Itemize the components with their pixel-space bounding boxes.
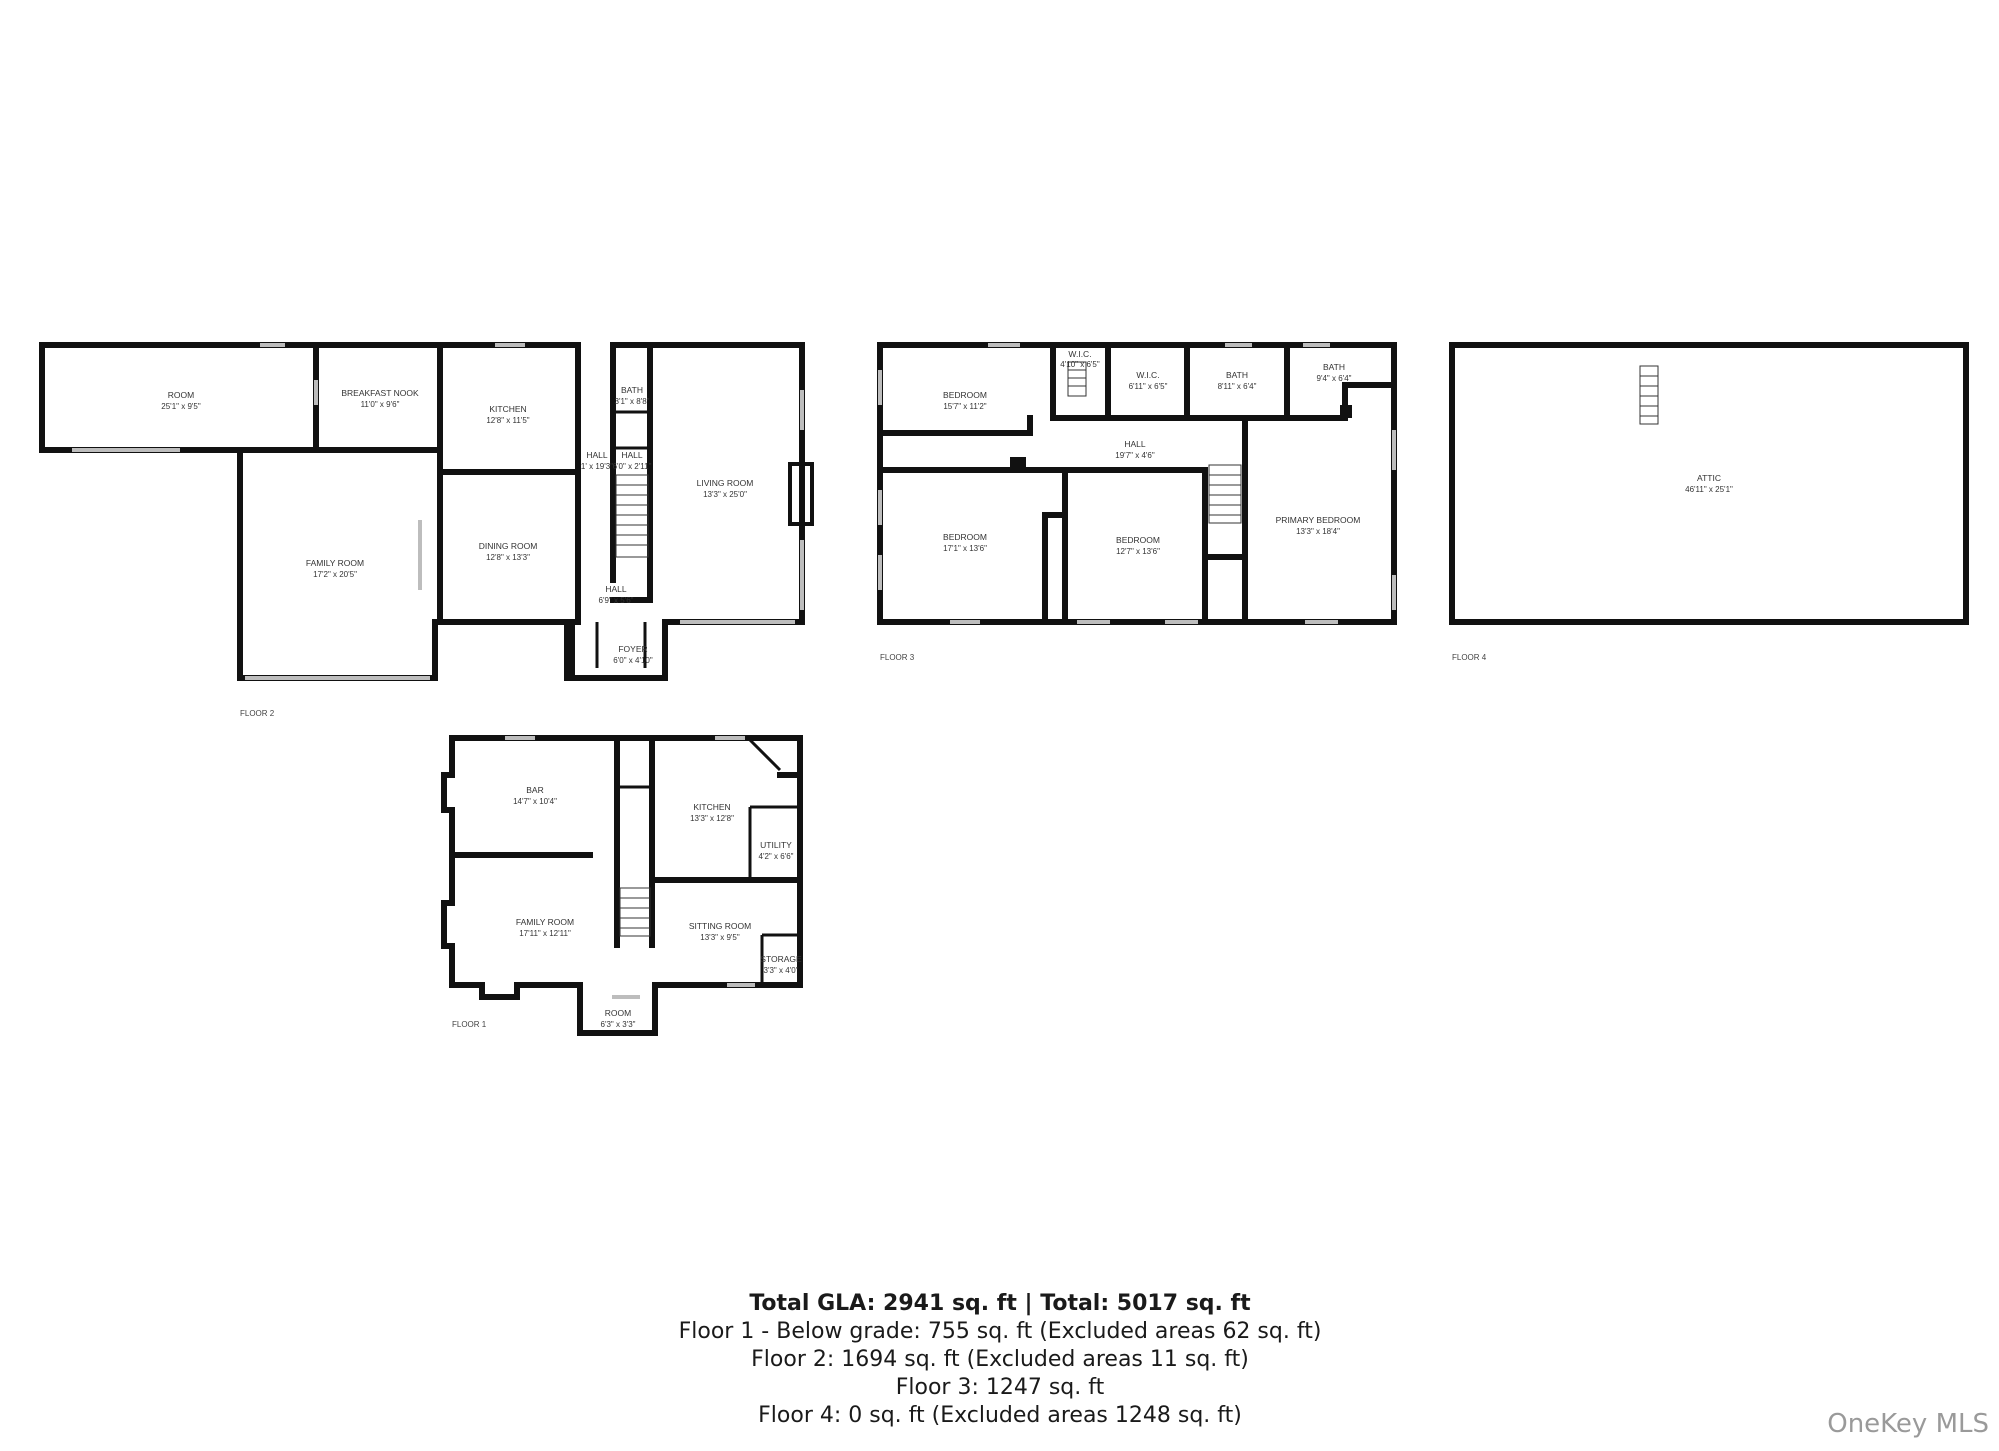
wall (748, 738, 782, 772)
room-label: BREAKFAST NOOK (341, 388, 419, 398)
room-dimension: 17'1" x 13'6" (943, 544, 987, 553)
floor-1-outer-wall-b (441, 735, 583, 1000)
room-dimension: 13'3" x 25'0" (703, 490, 747, 499)
floor-3-outer-wall (877, 342, 1397, 625)
room-dimension: 8'11" x 6'4" (1218, 382, 1257, 391)
floor-2-outer-wall (39, 342, 581, 681)
floor-3-area: Floor 3: 1247 sq. ft (895, 1375, 1105, 1400)
floor-label: FLOOR 3 (880, 653, 915, 662)
floor-4-area: Floor 4: 0 sq. ft (Excluded areas 1248 s… (758, 1403, 1242, 1428)
room-label: STORAGE (760, 954, 802, 964)
room-label: BEDROOM (943, 532, 987, 542)
floor-1-plan (441, 735, 803, 1036)
room-label: ATTIC (1697, 473, 1721, 483)
room-label: ROOM (605, 1008, 631, 1018)
room-dimension: 3'3" x 4'0" (764, 966, 799, 975)
room-dimension: 11'0" x 9'6" (361, 400, 400, 409)
room-label: BEDROOM (943, 390, 987, 400)
room-dimension: 1' x 19'3" (581, 462, 613, 471)
room-label: HALL (621, 450, 643, 460)
room-dimension: 15'7" x 11'2" (943, 402, 986, 411)
room-label: HALL (586, 450, 608, 460)
room-dimension: 3'1" x 8'8" (615, 397, 650, 406)
room-label: HALL (605, 584, 627, 594)
room-dimension: 17'2" x 20'5" (313, 570, 357, 579)
floor-2-area: Floor 2: 1694 sq. ft (Excluded areas 11 … (751, 1347, 1249, 1372)
floor-1-outer-wall (449, 735, 803, 1036)
room-label: HALL (1124, 439, 1146, 449)
room-dimension: 9'4" x 6'4" (1317, 374, 1352, 383)
attic-ladder-icon (1639, 365, 1659, 425)
floor-4-outer-wall (1449, 342, 1969, 625)
brand-watermark: OneKey MLS (1827, 1409, 1989, 1439)
staircase-icon (615, 474, 649, 558)
room-label: BATH (1323, 362, 1345, 372)
attic-ladder-icon (1067, 361, 1087, 397)
floor-3-plan (877, 342, 1397, 625)
floor-4-plan (1449, 342, 1969, 625)
staircase-icon (1208, 464, 1242, 524)
room-dimension: 6'3" x 3'3" (601, 1020, 636, 1029)
room-label: BEDROOM (1116, 535, 1160, 545)
room-dimension: 13'3" x 9'5" (700, 933, 740, 942)
room-dimension: 13'3" x 12'8" (690, 814, 734, 823)
floor-1-area: Floor 1 - Below grade: 755 sq. ft (Exclu… (678, 1319, 1322, 1344)
room-dimension: 46'11" x 25'1" (1685, 485, 1733, 494)
room-dimension: 12'7" x 13'6" (1116, 547, 1160, 556)
room-dimension: 25'1" x 9'5" (161, 402, 201, 411)
room-dimension: 17'11" x 12'11" (519, 929, 571, 938)
chimney-icon (1340, 405, 1352, 418)
room-label: FAMILY ROOM (516, 917, 574, 927)
room-label: W.I.C. (1068, 349, 1091, 359)
floor-2-outer-wall-c (39, 342, 573, 681)
room-dimension: 14'7" x 10'4" (513, 797, 557, 806)
floor-2-plan (39, 342, 814, 681)
floor-label: FLOOR 1 (452, 1020, 487, 1029)
fireplace-icon (788, 462, 814, 526)
total-area: Total GLA: 2941 sq. ft | Total: 5017 sq.… (749, 1291, 1251, 1316)
floor-label: FLOOR 2 (240, 709, 275, 718)
room-dimension: 12'8" x 13'3" (486, 553, 530, 562)
room-dimension: 19'7" x 4'6" (1115, 451, 1155, 460)
room-label: UTILITY (760, 840, 792, 850)
floor-2-outer-wall-b (568, 342, 805, 681)
room-label: ROOM (168, 390, 194, 400)
room-label: KITCHEN (693, 802, 730, 812)
room-label: PRIMARY BEDROOM (1276, 515, 1361, 525)
room-dimension: 6'11" x 6'5" (1129, 382, 1168, 391)
room-label: W.I.C. (1136, 370, 1159, 380)
room-label: BATH (621, 385, 643, 395)
room-dimension: 12'8" x 11'5" (486, 416, 529, 425)
room-dimension: 13'3" x 18'4" (1296, 527, 1340, 536)
room-label: FAMILY ROOM (306, 558, 364, 568)
room-dimension: 6'0" x 2'11" (613, 462, 652, 471)
room-label: DINING ROOM (479, 541, 538, 551)
chimney-icon (1010, 457, 1026, 470)
room-label: FOYER (618, 644, 647, 654)
room-label: LIVING ROOM (697, 478, 754, 488)
room-label: BAR (526, 785, 543, 795)
floor-label: FLOOR 4 (1452, 653, 1487, 662)
staircase-icon (619, 887, 651, 937)
room-dimension: 4'10" x 6'5" (1060, 360, 1100, 369)
area-summary: Total GLA: 2941 sq. ft | Total: 5017 sq.… (650, 1290, 1350, 1430)
room-dimension: 6'9" x 5'6" (599, 596, 634, 605)
room-dimension: 4'2" x 6'6" (759, 852, 794, 861)
room-dimension: 6'0" x 4'10" (613, 656, 653, 665)
room-label: SITTING ROOM (689, 921, 751, 931)
room-label: KITCHEN (489, 404, 526, 414)
room-label: BATH (1226, 370, 1248, 380)
